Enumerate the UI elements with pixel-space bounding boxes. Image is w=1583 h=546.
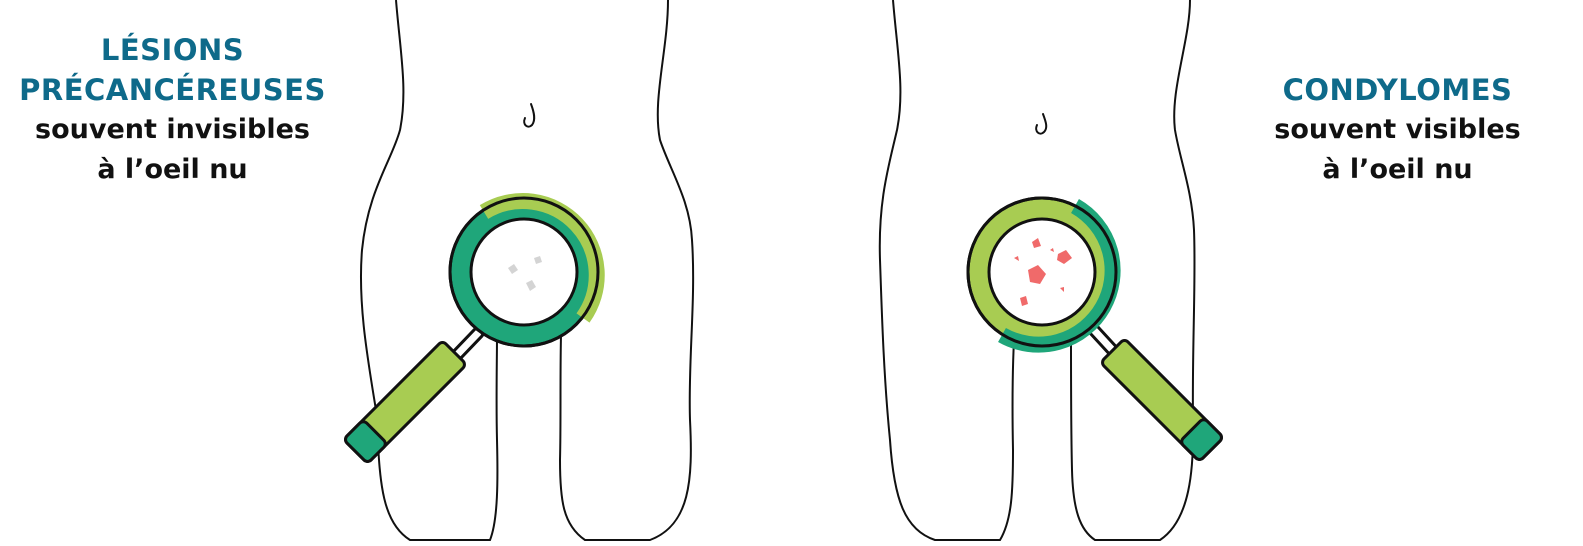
right-navel-icon bbox=[1035, 113, 1048, 135]
condyloma-mark bbox=[1020, 296, 1028, 306]
precancerous-lesion-mark bbox=[508, 264, 518, 274]
condyloma-mark bbox=[1028, 265, 1046, 284]
right-caption: CONDYLOMES souvent visibles à l’oeil nu bbox=[1250, 70, 1545, 190]
condyloma-mark bbox=[1050, 248, 1054, 252]
left-caption: LÉSIONS PRÉCANCÉREUSES souvent invisible… bbox=[0, 30, 345, 190]
right-magnifier-icon bbox=[966, 196, 1223, 461]
condyloma-mark bbox=[1032, 238, 1041, 248]
right-title: CONDYLOMES bbox=[1282, 73, 1513, 107]
precancerous-lesion-mark bbox=[526, 280, 536, 291]
precancerous-lesion-mark bbox=[534, 256, 542, 264]
condyloma-mark bbox=[1014, 256, 1019, 261]
condyloma-mark bbox=[1060, 287, 1064, 292]
left-magnifier-icon bbox=[344, 193, 605, 463]
left-title: LÉSIONS PRÉCANCÉREUSES bbox=[19, 33, 326, 107]
condyloma-mark bbox=[1057, 250, 1072, 264]
left-navel-icon bbox=[523, 103, 536, 128]
right-subtitle: souvent visibles à l’oeil nu bbox=[1274, 114, 1521, 185]
left-subtitle: souvent invisibles à l’oeil nu bbox=[35, 114, 310, 185]
